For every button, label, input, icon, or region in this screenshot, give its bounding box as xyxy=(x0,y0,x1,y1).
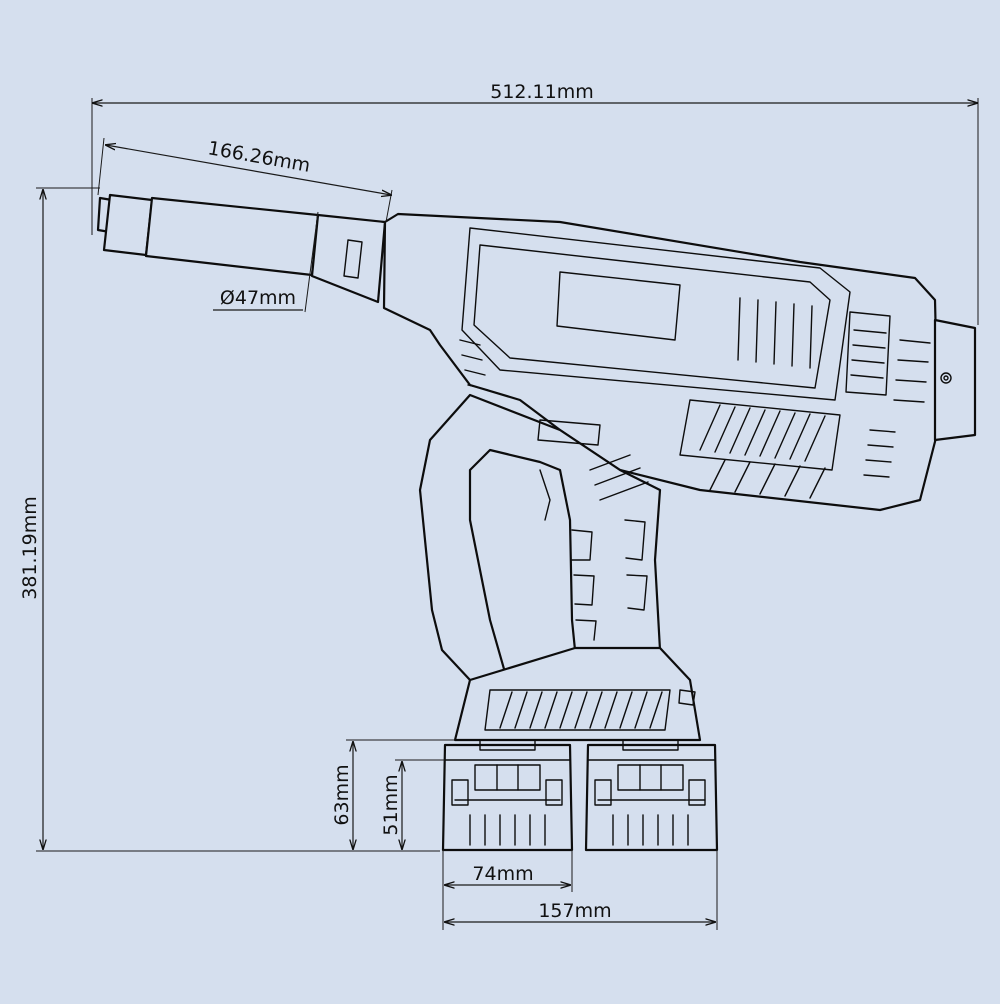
battery-height-inner-label: 51mm xyxy=(380,774,402,835)
battery-width-pair-label: 157mm xyxy=(538,900,611,922)
dim-battery-height-outer: 63mm xyxy=(331,739,455,849)
barrel-length-label: 166.26mm xyxy=(206,137,312,177)
overall-length-label: 512.11mm xyxy=(490,81,594,103)
battery-mount xyxy=(453,646,702,742)
dim-overall-height: 381.19mm xyxy=(19,187,440,852)
overall-height-label: 381.19mm xyxy=(19,496,41,600)
battery-left xyxy=(441,739,574,852)
battery-width-single-label: 74mm xyxy=(472,863,533,885)
handle xyxy=(418,393,662,692)
battery-right xyxy=(584,739,719,852)
dim-battery-width-single: 74mm xyxy=(442,850,573,930)
barrel-diameter-label: Ø47mm xyxy=(220,287,296,309)
tool-outline xyxy=(96,193,977,852)
barrel xyxy=(96,193,387,304)
upper-housing xyxy=(382,212,977,512)
dim-battery-height-inner: 51mm xyxy=(380,759,445,849)
dim-overall-length: 512.11mm xyxy=(91,81,979,325)
battery-height-outer-label: 63mm xyxy=(331,764,353,825)
dim-barrel-diameter: Ø47mm xyxy=(213,211,319,313)
dim-battery-width-pair: 157mm xyxy=(445,850,718,930)
